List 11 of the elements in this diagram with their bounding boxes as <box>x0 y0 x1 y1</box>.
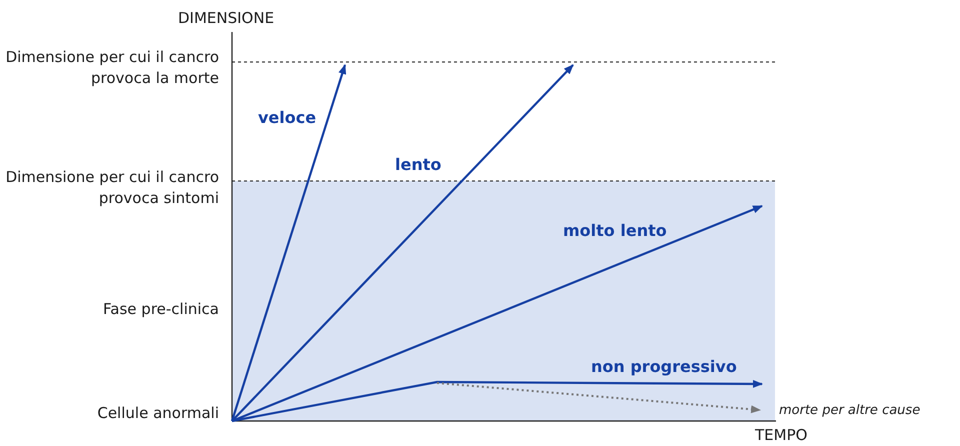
origin-label: Cellule anormali <box>96 403 219 424</box>
threshold-label: Dimensione per cui il cancro provoca la morte <box>4 47 219 89</box>
rate-label: molto lento <box>563 220 667 241</box>
note-label: morte per altre cause <box>779 402 920 420</box>
rate-label: veloce <box>258 107 316 128</box>
axis-title: TEMPO <box>755 425 808 446</box>
rate-label: non progressivo <box>591 356 737 377</box>
phase-label: Fase pre-clinica <box>102 299 219 320</box>
threshold-label: Dimensione per cui il cancro provoca sintomi <box>4 167 219 209</box>
rate-label: lento <box>395 154 442 175</box>
axis-title: DIMENSIONE <box>178 8 274 29</box>
